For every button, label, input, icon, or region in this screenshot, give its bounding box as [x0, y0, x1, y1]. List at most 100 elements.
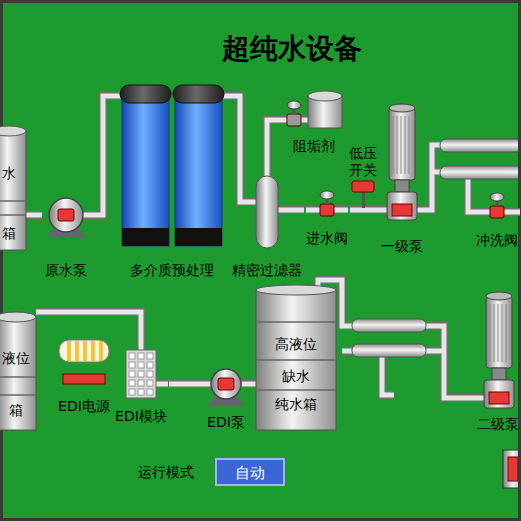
edi-pump: EDI泵 — [204, 366, 248, 432]
drawing-part — [405, 116, 406, 174]
edi-power-supply: EDI电源 — [55, 338, 113, 418]
drawing-part — [138, 371, 144, 377]
pipe-body — [26, 213, 42, 218]
drawing-part — [308, 91, 342, 101]
drawing-part — [147, 389, 153, 395]
drawing-part — [63, 374, 105, 384]
pipe-connector — [350, 210, 379, 211]
drawing-part — [91, 341, 95, 361]
drawing-part — [99, 341, 103, 361]
drawing-part — [173, 85, 224, 103]
drawing-part — [0, 131, 26, 250]
pipe-body — [267, 120, 282, 170]
antiscalant-tank: 阻垢剂 — [282, 88, 346, 160]
tank-text: 高液位 — [275, 336, 317, 353]
drawing-part — [129, 389, 135, 395]
component-label: EDI泵 — [207, 414, 245, 431]
pipe-body — [169, 382, 204, 387]
drawing-part — [476, 394, 484, 402]
drawing-part — [0, 317, 36, 430]
pipe-body — [228, 96, 240, 170]
pipe-body — [90, 96, 116, 215]
pipe-outline — [90, 96, 116, 215]
drawing-part — [256, 389, 336, 391]
pipe-outline — [267, 120, 282, 170]
component-icon — [379, 100, 425, 256]
component-label: 低压 开关 — [347, 145, 379, 179]
drawing-part — [240, 170, 258, 202]
static-pipes — [318, 145, 486, 398]
drawing-part — [486, 296, 512, 368]
precision-filter: 精密过滤器 — [230, 170, 304, 280]
tank-text: 箱 — [2, 225, 16, 242]
pipe-connector — [90, 96, 116, 215]
pipe-connector — [267, 120, 282, 170]
drawing-part — [397, 116, 398, 174]
drawing-part — [67, 341, 71, 361]
drawing-part — [147, 362, 153, 368]
drawing-part — [138, 362, 144, 368]
drawing-part — [0, 200, 26, 202]
drawing-part — [494, 304, 495, 362]
component-label: 自动 — [235, 464, 265, 482]
pipe-connector — [248, 384, 256, 385]
drawing-part — [320, 204, 334, 216]
pipe-outline — [248, 380, 256, 388]
drawing-part — [476, 396, 484, 401]
pipe-connector — [169, 384, 204, 385]
drawing-part — [0, 126, 26, 136]
drawing-part — [492, 368, 506, 380]
drawing-part — [287, 101, 301, 109]
drawing-part — [126, 350, 156, 398]
drawing-part — [490, 304, 491, 362]
component-label: 多介质预处理 — [130, 262, 214, 279]
drawing-part — [506, 304, 507, 362]
drawing-part — [147, 371, 153, 377]
drawing-part — [138, 380, 144, 386]
edi-module: EDI模块 — [113, 348, 169, 432]
drawing-part — [129, 380, 135, 386]
component-label: 阻垢剂 — [293, 138, 335, 155]
drawing-part — [490, 193, 504, 201]
drawing-part — [256, 359, 336, 361]
drawing-part — [0, 394, 36, 396]
button-lamp — [508, 457, 518, 481]
second-stage-pump: 二级泵 — [475, 288, 521, 434]
drawing-part — [409, 116, 410, 174]
drawing-part — [175, 228, 222, 246]
drawing-part — [122, 228, 169, 246]
drawing-part — [122, 94, 169, 246]
membrane — [352, 344, 426, 357]
tank-text: 缺水 — [282, 368, 310, 385]
pipe-body — [350, 208, 379, 213]
drawing-part — [138, 389, 144, 395]
pipe — [318, 280, 486, 398]
component-icon — [116, 82, 228, 280]
drawing-part — [498, 304, 499, 362]
tank-text: 液位 — [2, 350, 30, 367]
drawing-part — [49, 198, 83, 232]
inlet-valve: 进水阀 — [304, 198, 350, 250]
drawing-part — [211, 369, 241, 399]
drawing-part — [401, 116, 402, 174]
drawing-part — [389, 108, 415, 180]
drawing-part — [58, 209, 74, 221]
membrane — [352, 319, 426, 332]
pipe-outline — [26, 211, 42, 219]
drawing-part — [218, 378, 234, 390]
drawing-part — [387, 192, 417, 220]
multimedia-filter: 多介质预处理 — [116, 82, 228, 280]
tank-text: 水 — [2, 165, 16, 182]
component-label: 进水阀 — [306, 230, 348, 247]
drawing-part — [147, 380, 153, 386]
mode-label: 运行模式 — [138, 464, 194, 481]
flush-valve: 冲洗阀 — [474, 200, 520, 250]
component-label: EDI模块 — [115, 408, 167, 425]
drawing-part — [129, 371, 135, 377]
drawing-part — [75, 341, 79, 361]
drawing-part — [147, 353, 153, 359]
drawing-part — [389, 104, 415, 112]
